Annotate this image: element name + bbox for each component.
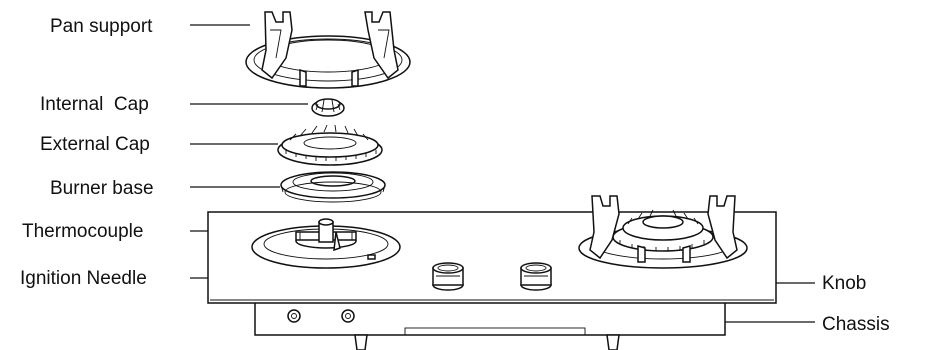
chassis-body <box>255 302 725 335</box>
label-pan-support: Pan support <box>50 16 153 37</box>
label-thermocouple: Thermocouple <box>22 221 143 242</box>
label-ignition-needle: Ignition Needle <box>20 268 147 289</box>
chassis-port-2 <box>342 310 354 322</box>
knob-right <box>521 263 551 290</box>
label-external-cap: External Cap <box>40 134 150 155</box>
label-knob: Knob <box>822 273 866 294</box>
chassis-port-1 <box>288 310 300 322</box>
knob-left <box>433 263 463 290</box>
internal-cap-drawing <box>312 99 344 116</box>
external-cap-drawing <box>278 125 382 165</box>
pan-support-drawing <box>246 12 410 88</box>
right-burner-assembly <box>579 196 747 268</box>
label-burner-base: Burner base <box>50 178 154 199</box>
burner-base-drawing <box>281 172 385 202</box>
label-chassis: Chassis <box>822 314 890 335</box>
label-internal-cap: Internal Cap <box>40 94 149 115</box>
